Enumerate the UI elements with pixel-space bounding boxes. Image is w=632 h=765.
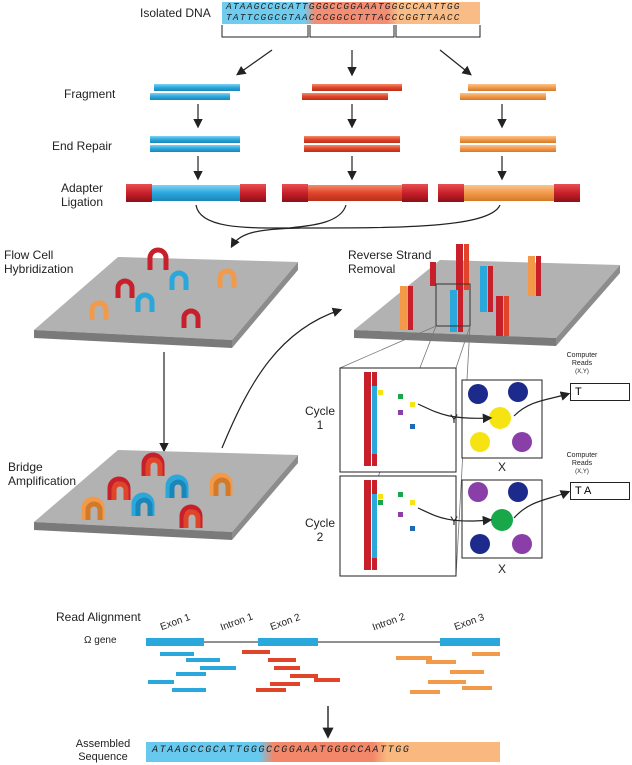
assembled-sequence-band — [146, 742, 500, 762]
readout-arrows — [417, 391, 571, 526]
down-arrows-2 — [193, 156, 507, 181]
cycle1-nucleotides — [378, 390, 415, 429]
ligated-orange — [438, 184, 580, 202]
cycle2-label-number: 2 — [316, 530, 324, 544]
end-repair-red — [304, 136, 400, 152]
reads-label-1: Reads — [571, 360, 593, 367]
hybridized-fragments — [89, 247, 237, 328]
bridge-clusters — [81, 452, 233, 528]
cycle1-label-word: Cycle — [304, 404, 335, 418]
cycle2-read-output: T A — [570, 482, 630, 500]
cycle2-label-word: Cycle — [304, 516, 335, 530]
gene-track — [146, 638, 500, 646]
bridge-label-line1: Bridge — [8, 460, 43, 474]
ligated-red — [282, 184, 428, 202]
cycle1-label: Cycle 1 — [300, 404, 340, 432]
isolated-dna-label: Isolated DNA — [140, 6, 211, 20]
cycle1-x-axis-label: X — [498, 460, 507, 474]
cycle1-read-output: T — [570, 383, 630, 401]
flow-cell-label-line1: Flow Cell — [4, 248, 54, 262]
bottom-strand-sequence: TATTCGGCGTAACCCGGCCTTTACCCGGTTAACC — [226, 12, 461, 23]
ligated-blue — [126, 184, 266, 202]
reverse-strand-label-line2: Removal — [348, 262, 396, 276]
gene-label: Ω gene — [84, 635, 117, 646]
bridge-amplification-label: Bridge Amplification — [8, 460, 76, 488]
fragment-brackets — [221, 25, 481, 38]
zoom-box — [435, 283, 471, 327]
end-repair-blue — [150, 136, 240, 152]
cycle1-label-number: 1 — [316, 418, 324, 432]
isolated-dna-strands — [222, 2, 480, 24]
assembled-label-line1: Assembled — [75, 738, 131, 750]
assembled-sequence-text: ATAAGCCGCATTGGGCCGGAAATGGGCCAATTGG — [152, 745, 411, 756]
adapter-label: Adapter — [60, 181, 104, 195]
cycle2-label: Cycle 2 — [300, 516, 340, 544]
aligned-reads — [148, 650, 500, 694]
read-alignment-label: Read Alignment — [56, 610, 141, 624]
adapter-ligation-label: Adapter Ligation — [52, 181, 112, 209]
assembled-sequence-label: Assembled Sequence — [68, 738, 138, 764]
cycle2-strand — [364, 480, 377, 570]
down-arrows-1 — [193, 104, 507, 129]
reads-label-2: Reads — [571, 460, 593, 467]
cycle1-strand — [364, 372, 377, 466]
end-repair-orange — [460, 136, 556, 152]
computer-reads-1-label: Computer Reads (X,Y) — [560, 352, 604, 376]
fragment-red — [302, 84, 402, 100]
end-repair-label: End Repair — [52, 139, 113, 153]
cycle1-panel — [339, 367, 457, 473]
cycle2-nucleotides — [378, 492, 415, 531]
cycle1-dots — [468, 382, 532, 452]
assembled-label-line2: Sequence — [78, 751, 128, 763]
fragment-blue — [150, 84, 240, 100]
cycle2-y-axis-label: Y — [450, 514, 459, 528]
computer-reads-2-label: Computer Reads (X,Y) — [560, 452, 604, 476]
coord-label-2: (X,Y) — [575, 469, 589, 475]
cycle2-x-axis-label: X — [498, 562, 507, 576]
coord-label-1: (X,Y) — [575, 369, 589, 375]
cycle2-panel — [339, 475, 457, 577]
single-strand-clusters — [400, 244, 541, 336]
ligation-label: Ligation — [60, 195, 104, 209]
bridge-label-line2: Amplification — [8, 474, 77, 488]
fragment-label: Fragment — [64, 87, 116, 101]
top-strand-sequence: ATAAGCCGCATTGGGCCGGAAATGGGCCAATTGG — [226, 1, 461, 12]
merge-arrows — [195, 204, 501, 249]
computer-label-2: Computer — [566, 452, 598, 459]
fragment-orange — [460, 84, 556, 100]
flow-cell-label: Flow Cell Hybridization — [4, 248, 73, 276]
cycle1-y-axis-label: Y — [450, 412, 459, 426]
split-arrows — [236, 49, 472, 77]
computer-label-1: Computer — [566, 352, 598, 359]
cycle2-dots — [468, 482, 532, 554]
flow-cell-hybridization — [34, 257, 298, 348]
reverse-strand-label: Reverse Strand Removal — [348, 248, 431, 276]
arrow-to-removal — [221, 307, 343, 449]
reverse-strand-label-line1: Reverse Strand — [348, 248, 432, 262]
flow-cell-label-line2: Hybridization — [4, 262, 74, 276]
